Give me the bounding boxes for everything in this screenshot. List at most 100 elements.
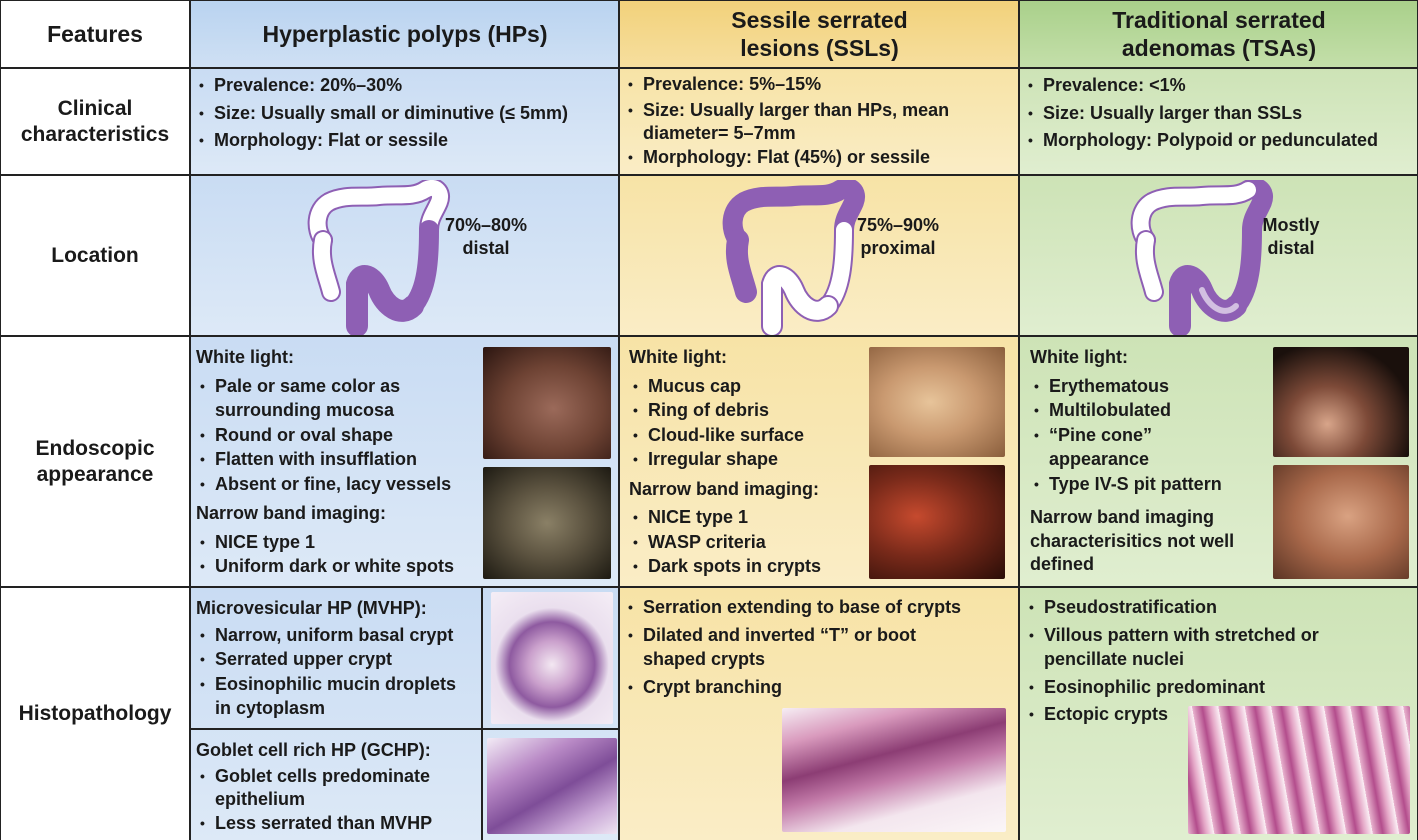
histo-ssl-list: Serration extending to base of crypts Di… xyxy=(624,595,1012,699)
histo-hp: Microvesicular HP (MVHP): Narrow, unifor… xyxy=(191,588,619,840)
list-item: Crypt branching xyxy=(624,675,1012,700)
row-label-histo: Histopathology xyxy=(0,588,190,840)
histo-ssl: Serration extending to base of crypts Di… xyxy=(620,588,1019,840)
list-item: Mucus cap xyxy=(629,374,869,399)
row-label-endo-line1: Endoscopic xyxy=(35,437,155,460)
location-hp: 70%–80% distal xyxy=(191,176,619,336)
list-item: Prevalence: 5%–15% xyxy=(624,72,1009,97)
histology-photo-tsa xyxy=(1188,706,1410,834)
endo-tsa-wl-list: Erythematous Multilobulated “Pine cone” … xyxy=(1030,374,1274,497)
location-ssl-pct: 75%–90% xyxy=(856,215,940,235)
header-tsa-line2: adenomas (TSAs) xyxy=(1121,35,1317,61)
list-item: Flatten with insufflation xyxy=(196,447,484,472)
list-item: Type IV-S pit pattern xyxy=(1030,472,1274,497)
clinical-ssl-list: Prevalence: 5%–15% Size: Usually larger … xyxy=(624,72,1009,169)
endo-hp-nbi-list: NICE type 1 Uniform dark or white spots xyxy=(196,530,484,579)
histo-tsa-list: Pseudostratification Villous pattern wit… xyxy=(1025,595,1395,727)
endoscopy-photo-ssl-nbi xyxy=(869,465,1005,579)
endo-tsa-wl-title: White light: xyxy=(1030,347,1128,367)
row-label-clinical-line2: characteristics xyxy=(20,123,170,146)
header-ssl: Sessile serrated lesions (SSLs) xyxy=(620,0,1019,68)
colon-diagram-distal xyxy=(307,180,450,336)
list-item: Cloud-like surface xyxy=(629,423,869,448)
location-tsa-label2: distal xyxy=(1267,238,1315,258)
list-item: Size: Usually larger than HPs, mean diam… xyxy=(624,99,1009,145)
location-hp-side: distal xyxy=(462,238,510,258)
endoscopy-photo-tsa-nbi xyxy=(1273,465,1409,579)
colon-diagram-mostly-distal xyxy=(1130,180,1273,336)
list-item: Dilated and inverted “T” or boot shaped … xyxy=(624,623,964,672)
endo-hp-wl-list: Pale or same color as surrounding mucosa… xyxy=(196,374,484,497)
header-hp-label: Hyperplastic polyps (HPs) xyxy=(262,21,548,47)
header-features: Features xyxy=(0,0,190,68)
row-label-location: Location xyxy=(0,176,190,336)
header-tsa: Traditional serrated adenomas (TSAs) xyxy=(1020,0,1418,68)
row-label-clinical: Clinical characteristics xyxy=(0,69,190,175)
histo-tsa: Pseudostratification Villous pattern wit… xyxy=(1020,588,1418,840)
list-item: Goblet cells predominate epithelium xyxy=(196,765,477,811)
list-item: “Pine cone” appearance xyxy=(1030,423,1180,472)
list-item: Less serrated than MVHP xyxy=(196,811,477,836)
list-item: Eosinophilic mucin droplets in cytoplasm xyxy=(196,672,477,721)
histo-hp-gchp-list: Goblet cells predominate epithelium Less… xyxy=(196,765,477,836)
clinical-tsa-list: Prevalence: <1% Size: Usually larger tha… xyxy=(1024,73,1414,153)
header-tsa-line1: Traditional serrated xyxy=(1112,7,1326,33)
list-item: Eosinophilic predominant xyxy=(1025,675,1395,700)
endoscopy-photo-tsa-white-light xyxy=(1273,347,1409,457)
endo-hp-nbi-title: Narrow band imaging: xyxy=(196,503,387,523)
header-hp: Hyperplastic polyps (HPs) xyxy=(191,0,619,68)
endoscopy-photo-ssl-white-light xyxy=(869,347,1005,457)
list-item: Erythematous xyxy=(1030,374,1274,399)
list-item: Morphology: Flat (45%) or sessile xyxy=(624,145,1009,170)
location-tsa-text: Mostly distal xyxy=(1246,214,1336,260)
histo-hp-mvhp-list: Narrow, uniform basal crypt Serrated upp… xyxy=(196,623,477,721)
row-label-endoscopic: Endoscopic appearance xyxy=(0,337,190,587)
list-item: Ring of debris xyxy=(629,398,869,423)
colon-diagram-proximal xyxy=(722,180,865,336)
histo-hp-mvhp-title: Microvesicular HP (MVHP): xyxy=(196,598,427,618)
list-item: Round or oval shape xyxy=(196,423,484,448)
endo-ssl-nbi-list: NICE type 1 WASP criteria Dark spots in … xyxy=(629,505,869,579)
list-item: Morphology: Polypoid or pedunculated xyxy=(1024,128,1414,153)
location-hp-text: 70%–80% distal xyxy=(431,214,541,260)
header-ssl-line1: Sessile serrated xyxy=(731,7,908,33)
list-item: NICE type 1 xyxy=(629,505,869,530)
location-hp-pct: 70%–80% xyxy=(444,215,528,235)
location-tsa: Mostly distal xyxy=(1020,176,1418,336)
list-item: Morphology: Flat or sessile xyxy=(195,128,613,153)
location-ssl-text: 75%–90% proximal xyxy=(842,214,954,260)
row-label-location-text: Location xyxy=(51,244,139,267)
list-item: Irregular shape xyxy=(629,447,869,472)
histology-photo-mvhp xyxy=(491,592,613,724)
histo-hp-mvhp: Microvesicular HP (MVHP): Narrow, unifor… xyxy=(191,588,483,728)
list-item: Pale or same color as surrounding mucosa xyxy=(196,374,484,423)
list-item: Size: Usually larger than SSLs xyxy=(1024,101,1414,126)
list-item: Prevalence: 20%–30% xyxy=(195,73,613,98)
list-item: Multilobulated xyxy=(1030,398,1274,423)
histology-photo-gchp xyxy=(487,738,617,834)
location-ssl-side: proximal xyxy=(860,238,936,258)
endo-ssl-nbi-title: Narrow band imaging: xyxy=(629,478,820,499)
histo-hp-gchp-title: Goblet cell rich HP (GCHP): xyxy=(196,740,431,760)
histology-photo-ssl xyxy=(782,708,1006,832)
endoscopic-tsa: White light: Erythematous Multilobulated… xyxy=(1020,337,1418,587)
row-label-endo-line2: appearance xyxy=(36,463,154,486)
header-ssl-line2: lesions (SSLs) xyxy=(740,35,899,61)
endoscopy-photo-hp-white-light xyxy=(483,347,611,459)
row-label-clinical-line1: Clinical xyxy=(57,97,133,120)
location-ssl: 75%–90% proximal xyxy=(620,176,1019,336)
clinical-hp: Prevalence: 20%–30% Size: Usually small … xyxy=(191,69,619,175)
list-item: Size: Usually small or diminutive (≤ 5mm… xyxy=(195,101,613,126)
endo-ssl-wl-title: White light: xyxy=(629,347,727,367)
list-item: Absent or fine, lacy vessels xyxy=(196,472,484,497)
list-item: Dark spots in crypts xyxy=(629,554,869,579)
endoscopy-photo-hp-nbi xyxy=(483,467,611,579)
endo-hp-wl-title: White light: xyxy=(196,347,294,367)
list-item: WASP criteria xyxy=(629,530,869,555)
clinical-ssl: Prevalence: 5%–15% Size: Usually larger … xyxy=(620,69,1019,175)
histo-hp-gchp: Goblet cell rich HP (GCHP): Goblet cells… xyxy=(191,730,483,840)
clinical-tsa: Prevalence: <1% Size: Usually larger tha… xyxy=(1020,69,1418,175)
clinical-hp-list: Prevalence: 20%–30% Size: Usually small … xyxy=(195,73,613,153)
list-item: Serration extending to base of crypts xyxy=(624,595,1012,620)
list-item: Ectopic crypts xyxy=(1025,702,1395,727)
